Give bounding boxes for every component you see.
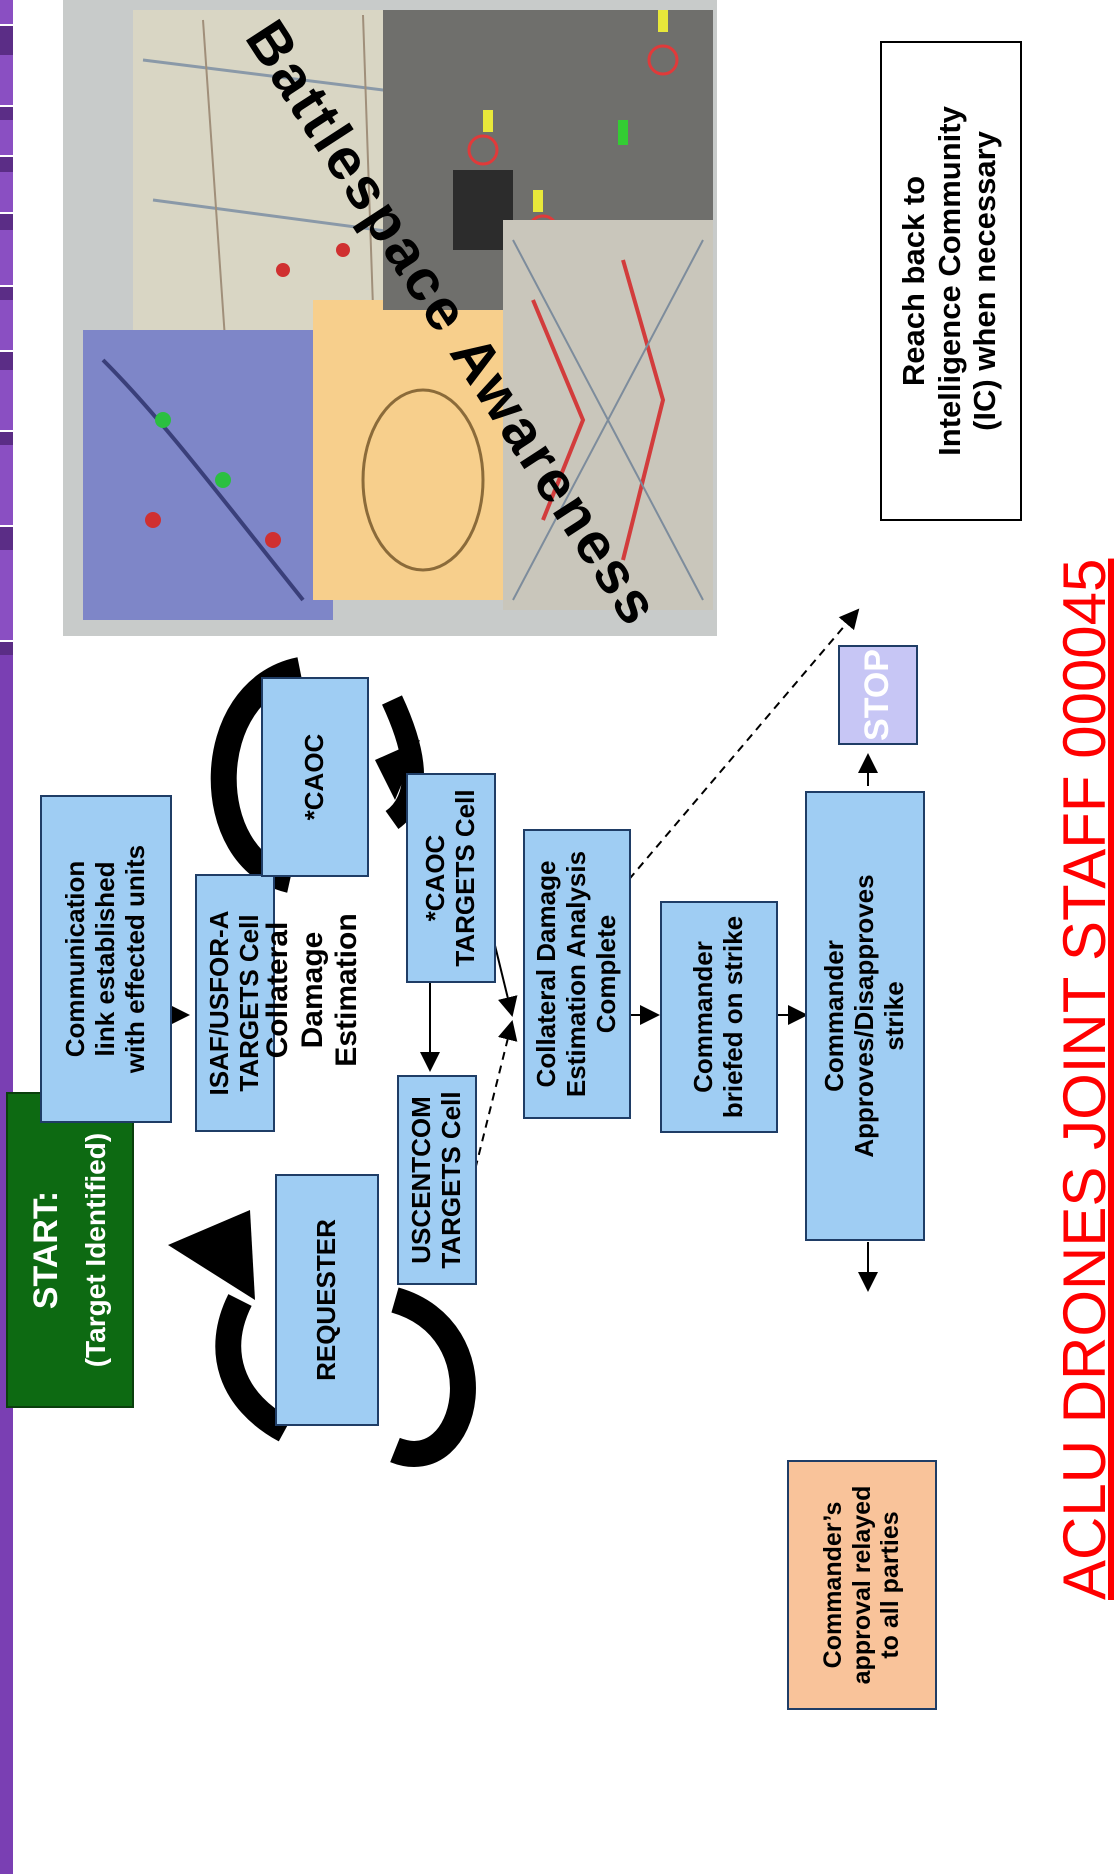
side-strip bbox=[0, 0, 13, 1876]
cde-complete-text: Collateral Damage Estimation Analysis Co… bbox=[531, 850, 621, 1098]
arrow-cde-to-reachback bbox=[619, 608, 860, 891]
cycle-arrow-requester bbox=[390, 1287, 476, 1467]
start-title: START: bbox=[27, 1190, 66, 1310]
relayed-box: Commander’s approval relayed to all part… bbox=[787, 1460, 937, 1710]
caoc-text: *CAOC bbox=[299, 733, 330, 821]
map-collage bbox=[63, 0, 717, 636]
uscentcom-text: USCENTCOM TARGETS Cell bbox=[406, 1091, 466, 1269]
briefed-text: Commander briefed on strike bbox=[688, 915, 748, 1119]
requester-box: REQUESTER bbox=[275, 1174, 379, 1426]
approves-text: Commander Approves/Disapproves strike bbox=[819, 874, 909, 1158]
relayed-text: Commander’s approval relayed to all part… bbox=[818, 1485, 905, 1685]
requester-text: REQUESTER bbox=[311, 1219, 342, 1381]
start-subtitle: (Target Identified) bbox=[80, 1132, 112, 1368]
cde-label-text: Collateral Damage Estimation bbox=[261, 913, 364, 1067]
reachback-text: Reach back to Intelligence Community (IC… bbox=[896, 106, 1003, 456]
cde-complete-box: Collateral Damage Estimation Analysis Co… bbox=[523, 829, 631, 1119]
reachback-box: Reach back to Intelligence Community (IC… bbox=[880, 41, 1022, 521]
battlespace-map: Battlespace Awareness bbox=[63, 0, 717, 636]
stop-box: STOP bbox=[838, 645, 918, 745]
start-box: START: (Target Identified) bbox=[6, 1092, 134, 1408]
uscentcom-box: USCENTCOM TARGETS Cell bbox=[397, 1075, 477, 1285]
approves-box: Commander Approves/Disapproves strike bbox=[805, 791, 925, 1241]
caoc-targets-box: *CAOC TARGETS Cell bbox=[406, 773, 496, 983]
comm-link-box: Communication link established with effe… bbox=[40, 795, 172, 1123]
briefed-box: Commander briefed on strike bbox=[660, 901, 778, 1133]
stop-text: STOP bbox=[858, 649, 897, 741]
comm-link-text: Communication link established with effe… bbox=[60, 844, 150, 1074]
cde-label: Collateral Damage Estimation bbox=[253, 905, 373, 1075]
arrow-uscent-to-cde bbox=[471, 1020, 518, 1183]
aclu-watermark: ACLU DRONES JOINT STAFF 000045 bbox=[1051, 558, 1117, 1600]
caoc-targets-text: *CAOC TARGETS Cell bbox=[420, 789, 480, 967]
caoc-box: *CAOC bbox=[261, 677, 369, 877]
